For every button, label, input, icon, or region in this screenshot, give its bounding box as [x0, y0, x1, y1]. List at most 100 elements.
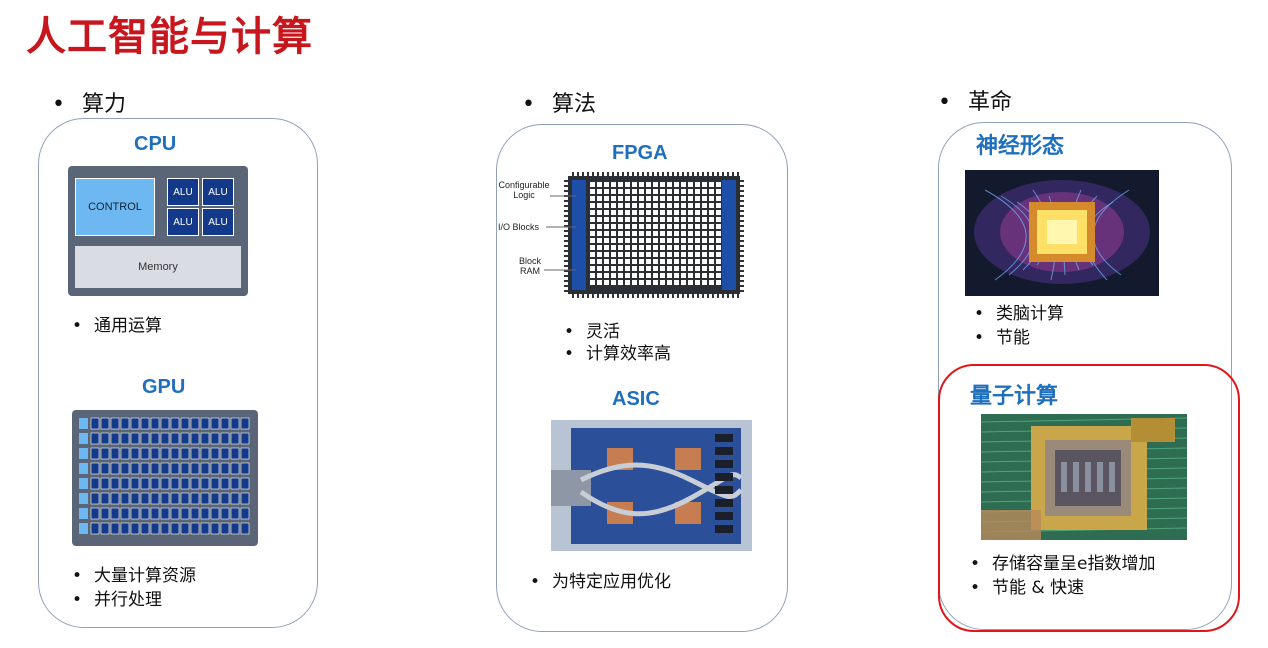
gpu-core-cell	[160, 417, 170, 430]
fpga-logic-cell	[646, 217, 651, 222]
fpga-logic-cell	[590, 252, 595, 257]
fpga-logic-cell	[674, 266, 679, 271]
fpga-pin	[739, 225, 744, 227]
fpga-logic-cell	[674, 224, 679, 229]
page-title: 人工智能与计算	[26, 14, 313, 60]
fpga-pin	[732, 293, 734, 298]
fpga-logic-cell	[695, 252, 700, 257]
fpga-logic-cell	[632, 280, 637, 285]
gpu-core-cell	[220, 432, 230, 445]
gpu-core-cell	[240, 432, 250, 445]
gpu-core-cell	[210, 522, 220, 535]
fpga-pin	[564, 270, 569, 272]
gpu-core-cell	[170, 417, 180, 430]
fpga-logic-cell	[716, 259, 721, 264]
gpu-core-cell	[200, 507, 210, 520]
fpga-logic-cell	[674, 280, 679, 285]
fpga-io-column	[722, 180, 736, 290]
fpga-logic-cell	[681, 231, 686, 236]
fpga-logic-cell	[674, 273, 679, 278]
gpu-core-cell	[130, 522, 140, 535]
fpga-logic-cell	[590, 238, 595, 243]
fpga-pin	[647, 293, 649, 298]
fpga-logic-cell	[611, 259, 616, 264]
fpga-pin	[739, 250, 744, 252]
gpu-core-cell	[220, 507, 230, 520]
fpga-logic-cell	[674, 182, 679, 187]
fpga-logic-cell	[632, 252, 637, 257]
fpga-logic-cell	[597, 203, 602, 208]
fpga-pin	[697, 172, 699, 177]
fpga-logic-cell	[597, 210, 602, 215]
gpu-core-cell	[120, 432, 130, 445]
gpu-core-cell	[240, 447, 250, 460]
fpga-logic-cell	[590, 182, 595, 187]
fpga-logic-cell	[653, 259, 658, 264]
fpga-logic-cell	[653, 224, 658, 229]
fpga-logic-cell	[709, 217, 714, 222]
fpga-pin	[727, 172, 729, 177]
gpu-core-cell	[110, 507, 120, 520]
fpga-pin	[612, 293, 614, 298]
fpga-pin	[597, 172, 599, 177]
fpga-logic-cell	[702, 182, 707, 187]
fpga-logic-cell	[681, 189, 686, 194]
fpga-logic-cell	[674, 259, 679, 264]
qubit-structure	[1085, 462, 1091, 492]
fpga-logic-cell	[702, 266, 707, 271]
fpga-logic-cell	[639, 224, 644, 229]
gpu-core-cell	[210, 477, 220, 490]
fpga-logic-cell	[646, 203, 651, 208]
gpu-core-cell	[190, 507, 200, 520]
fpga-logic-cell	[681, 224, 686, 229]
fpga-pin	[612, 172, 614, 177]
fpga-logic-cell	[667, 231, 672, 236]
fpga-logic-cell	[709, 210, 714, 215]
gpu-core-cell	[190, 417, 200, 430]
gpu-core-cell	[140, 447, 150, 460]
fpga-logic-cell	[688, 210, 693, 215]
gpu-core-grid	[72, 410, 258, 546]
fpga-logic-cell	[702, 210, 707, 215]
fpga-logic-cell	[604, 224, 609, 229]
gpu-core-cell	[140, 507, 150, 520]
fpga-diagram: Configurable Logic I/O Blocks Block RAM	[494, 170, 748, 300]
fpga-logic-cell	[667, 238, 672, 243]
cpu-alu-block: ALU	[202, 208, 234, 236]
fpga-logic-cell	[625, 252, 630, 257]
fpga-logic-cell	[688, 203, 693, 208]
gpu-core-cell	[100, 447, 110, 460]
asic-board-image	[551, 420, 752, 551]
gpu-core-cell	[220, 462, 230, 475]
fpga-bullet-item: •计算效率高	[564, 342, 671, 366]
gpu-core-cell	[160, 447, 170, 460]
gpu-core-cell	[220, 447, 230, 460]
qubit-structure	[1061, 462, 1067, 492]
fpga-pin	[632, 293, 634, 298]
fpga-logic-cell	[702, 224, 707, 229]
fpga-logic-cell	[604, 196, 609, 201]
fpga-logic-cell	[702, 245, 707, 250]
fpga-logic-cell	[660, 259, 665, 264]
fpga-logic-cell	[695, 266, 700, 271]
gpu-core-cell	[200, 522, 210, 535]
fpga-logic-cell	[653, 238, 658, 243]
fpga-logic-cell	[597, 252, 602, 257]
fpga-logic-cell	[618, 189, 623, 194]
fpga-logic-cell	[688, 224, 693, 229]
fpga-logic-cell	[597, 245, 602, 250]
fpga-pin	[739, 280, 744, 282]
fpga-logic-cell	[625, 182, 630, 187]
cpu-control-block: CONTROL	[75, 178, 155, 236]
bullet: •	[564, 322, 575, 342]
fpga-pin	[642, 172, 644, 177]
fpga-logic-cell	[667, 217, 672, 222]
gpu-core-cell	[130, 507, 140, 520]
fpga-pin	[737, 172, 739, 177]
fpga-pin	[727, 293, 729, 298]
fpga-pin	[682, 293, 684, 298]
fpga-pin	[677, 172, 679, 177]
gpu-core-cell	[140, 522, 150, 535]
fpga-pin	[712, 293, 714, 298]
fpga-logic-cell	[625, 189, 630, 194]
